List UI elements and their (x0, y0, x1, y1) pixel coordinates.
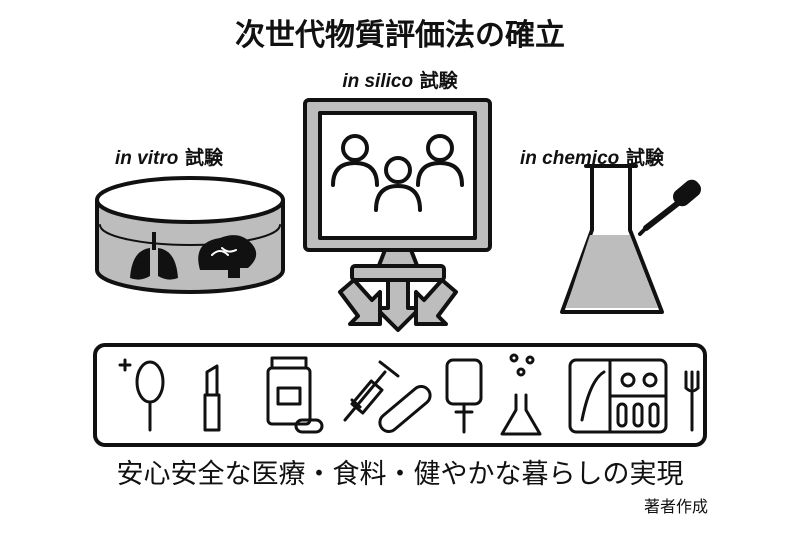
credit-text: 著者作成 (643, 497, 708, 516)
in-silico-term: in silico (342, 71, 414, 92)
in-chemico-label: in chemico 試験 (520, 143, 664, 170)
fork-icon (684, 370, 700, 432)
in-silico-label: in silico 試験 (0, 66, 800, 93)
mirror-icon (118, 358, 165, 432)
lungs-icon (130, 232, 178, 280)
syringe-icon (343, 360, 400, 422)
in-chemico-term: in chemico (520, 148, 620, 169)
bandage-icon (378, 385, 432, 433)
product-icons (118, 353, 700, 436)
iv-bag-icon (445, 358, 483, 434)
in-vitro-label: in vitro 試験 (115, 143, 223, 170)
in-vitro-suffix: 試験 (178, 147, 223, 169)
dropper-icon (638, 179, 702, 236)
diagram-title: 次世代物質評価法の確立 (235, 18, 565, 53)
in-silico-suffix: 試験 (413, 70, 458, 92)
in-vitro-term: in vitro (115, 148, 179, 169)
test-flask-icon (500, 353, 542, 436)
outcome-text: 安心安全な医療・食料・健やかな暮らしの実現 (116, 459, 684, 490)
brain-icon (198, 235, 257, 278)
lipstick-icon (203, 364, 221, 432)
arrows-icon (338, 278, 458, 332)
products-box (93, 343, 707, 447)
in-chemico-suffix: 試験 (619, 147, 664, 169)
meal-tray-icon (568, 358, 668, 434)
people-icon (331, 134, 464, 212)
flask-icon (560, 164, 664, 314)
medicine-bottle-icon (266, 356, 324, 434)
petri-dish-icon (95, 176, 285, 294)
computer-monitor-icon (303, 98, 492, 282)
